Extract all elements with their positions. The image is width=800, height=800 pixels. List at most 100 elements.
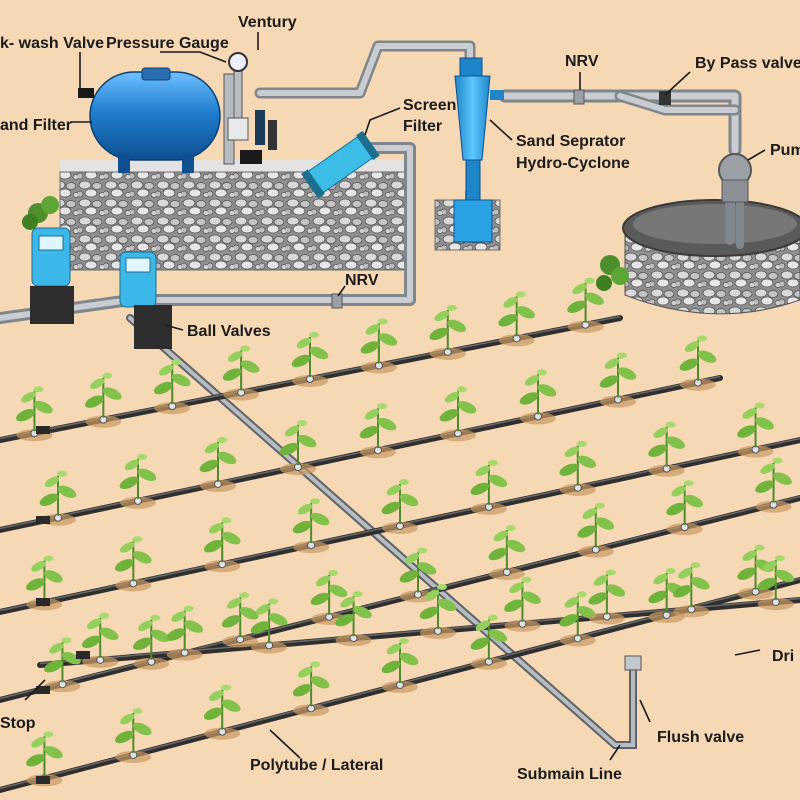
label-sand-separator-2: Hydro-Cyclone (516, 155, 630, 172)
plant-icon (588, 569, 626, 615)
plant-icon (599, 352, 637, 398)
sand-filter-tank (78, 67, 221, 173)
plant-icon (85, 372, 122, 418)
hydro-cyclone (453, 57, 504, 243)
plant-icon (26, 731, 63, 777)
plant-icon (673, 562, 710, 608)
digital-controller-icon (125, 257, 151, 273)
plant-icon (335, 591, 372, 637)
lateral-highlight (0, 375, 721, 530)
label-screen-filter-2: Filter (403, 118, 442, 135)
plant-icon (559, 591, 597, 637)
label-ventury: Ventury (238, 14, 297, 31)
label-nrv-mid: NRV (345, 272, 379, 289)
plant-icon (439, 386, 477, 432)
lateral-line (0, 495, 800, 703)
plant-icon (279, 420, 317, 466)
plant-icon (679, 335, 717, 381)
lateral-highlight (39, 597, 800, 665)
main-pipes (0, 40, 744, 324)
label-pump: Pum (770, 142, 800, 159)
plant-icon (115, 708, 152, 753)
digital-controller-icon (38, 235, 64, 251)
plant-icon (292, 498, 330, 544)
pressure-gauge-assembly (223, 52, 277, 165)
label-polytube: Polytube / Lateral (250, 757, 383, 774)
plant-icon (399, 547, 437, 593)
nrv-mid-fitting (331, 293, 343, 309)
plant-icon (203, 684, 241, 730)
water-well (622, 199, 800, 315)
plant-icon (419, 583, 457, 629)
end-stop-icon (36, 598, 50, 606)
plant-icon (153, 359, 191, 405)
plant-icon (26, 555, 63, 601)
end-stop-icon (36, 776, 50, 784)
plant-icon (648, 421, 685, 467)
pump (718, 153, 752, 203)
lateral-line (37, 597, 800, 668)
plant-icon (250, 598, 288, 644)
plant-icon (504, 576, 541, 622)
controller-2 (119, 251, 172, 349)
plant-icon (115, 536, 152, 582)
lateral-highlight (0, 495, 800, 700)
plant-icon (199, 436, 237, 482)
plant-icon (567, 277, 604, 323)
plant-icon (221, 592, 259, 638)
filter-platform (59, 160, 416, 271)
plant-icon (666, 480, 703, 526)
plant-icon (166, 605, 203, 651)
label-sand-filter: and Filter (0, 117, 72, 134)
plant-icon (757, 555, 795, 601)
plant-icon (429, 304, 467, 350)
label-ball-valves: Ball Valves (187, 323, 271, 340)
plant-icon (310, 569, 348, 615)
plant-icon (81, 612, 119, 658)
label-submain: Submain Line (517, 766, 622, 783)
label-end-stop: Stop (0, 715, 36, 732)
plant-icon (519, 369, 557, 415)
end-stop-icon (76, 651, 90, 659)
plant-icon (381, 479, 419, 524)
label-leaders (24, 32, 766, 761)
label-backwash-valve: k- wash Valve (0, 35, 104, 52)
plant-icon (16, 386, 53, 432)
screen-filter (301, 130, 380, 199)
plant-icon (498, 291, 535, 337)
pressure-gauge-icon (228, 52, 248, 72)
plant-icon (119, 453, 157, 499)
end-stop-icon (36, 686, 50, 694)
labels: k- wash Valve Pressure Gauge Ventury and… (0, 14, 800, 783)
plant-icon (292, 661, 330, 707)
plant-icon (470, 459, 508, 505)
plant-icon (470, 614, 508, 660)
label-flush-valve: Flush valve (657, 729, 744, 746)
plant-icon (360, 318, 398, 364)
end-stop-icon (36, 516, 50, 524)
bush-left (22, 196, 59, 230)
label-dripper: Dri (772, 648, 794, 665)
plant-icon (359, 403, 397, 449)
plant-icon (133, 614, 170, 660)
plant-icon (755, 457, 792, 503)
plant-icon (381, 638, 419, 683)
plant-icon (222, 345, 260, 391)
plant-icon (737, 402, 774, 448)
plant-icon (39, 470, 77, 516)
label-screen-filter-1: Screen (403, 97, 456, 114)
plants-group (16, 277, 795, 787)
plant-icon (577, 502, 615, 548)
lateral-line (0, 375, 723, 533)
end-stop-icon (36, 426, 50, 434)
plant-icon (44, 637, 81, 683)
flush-valve (624, 655, 642, 671)
label-sand-separator-1: Sand Seprator (516, 133, 625, 150)
bush-right (596, 255, 629, 291)
plant-icon (203, 517, 241, 563)
plant-icon (488, 525, 526, 571)
controller-1 (30, 227, 74, 324)
bypass-valve-fitting (659, 91, 671, 105)
